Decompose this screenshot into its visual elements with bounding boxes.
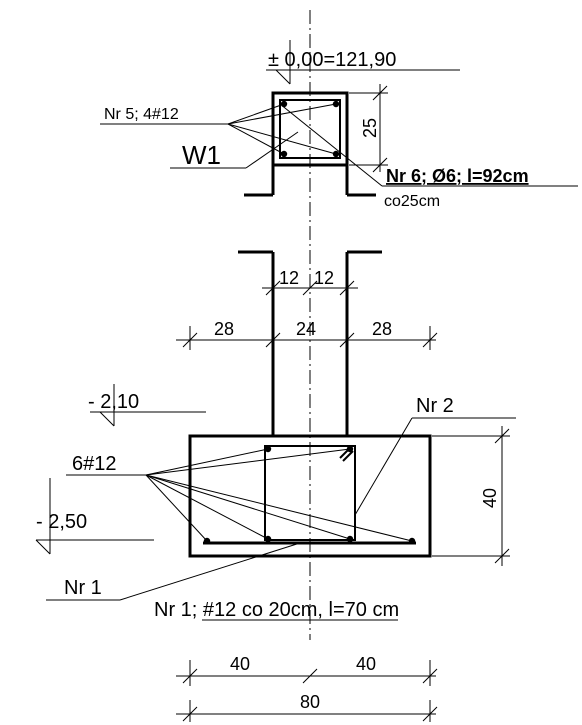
dim-40-40 xyxy=(176,660,438,686)
level-210-marker xyxy=(90,384,206,427)
w1-name-label: W1 xyxy=(182,140,221,170)
level-250-marker xyxy=(35,478,154,555)
w1-leader-lines xyxy=(100,103,337,169)
rebar-6x12-label: 6#12 xyxy=(72,453,117,475)
dim-12b-label: 12 xyxy=(314,268,334,288)
nr2-label: Nr 2 xyxy=(416,395,454,417)
stirrup-leader xyxy=(279,103,578,187)
nr1-leader xyxy=(46,542,301,601)
nr2-leader xyxy=(354,417,516,516)
dim-28a-label: 28 xyxy=(214,319,234,339)
nr1-description: Nr 1; #12 co 20cm, l=70 cm xyxy=(154,599,399,621)
dim-28b-label: 28 xyxy=(372,319,392,339)
footing-outline xyxy=(188,434,432,558)
dim-25-label: 25 xyxy=(360,118,380,138)
top-level-label: ± 0,00=121,90 xyxy=(268,49,396,71)
footing-stirrup-nr2 xyxy=(264,445,356,541)
dim-12-12 xyxy=(262,280,358,296)
stirrup-spacing-label: co25cm xyxy=(384,193,440,210)
dim-80-label: 80 xyxy=(300,692,320,712)
top-level-marker: ± 0,00=121,90 xyxy=(266,40,460,85)
dim-12a-label: 12 xyxy=(279,268,299,288)
dim-40v-label: 40 xyxy=(480,488,500,508)
column-outline xyxy=(271,91,349,167)
level-250-label: - 2,50 xyxy=(36,511,87,533)
dim-28-24-28 xyxy=(176,326,438,350)
dim-80 xyxy=(176,700,438,722)
stirrup-nr6-label: Nr 6; Ø6; l=92cm xyxy=(386,166,529,186)
dim-40-vertical xyxy=(432,426,510,566)
w1-rebar-label: Nr 5; 4#12 xyxy=(104,106,179,123)
dim-40a-label: 40 xyxy=(230,654,250,674)
level-210-label: - 2,10 xyxy=(88,391,139,413)
dim-40b-label: 40 xyxy=(356,654,376,674)
dim-24-label: 24 xyxy=(296,319,316,339)
nr1-label: Nr 1 xyxy=(64,577,102,599)
column-stirrup xyxy=(279,99,341,159)
rebar-6x12-leaders xyxy=(66,448,413,542)
